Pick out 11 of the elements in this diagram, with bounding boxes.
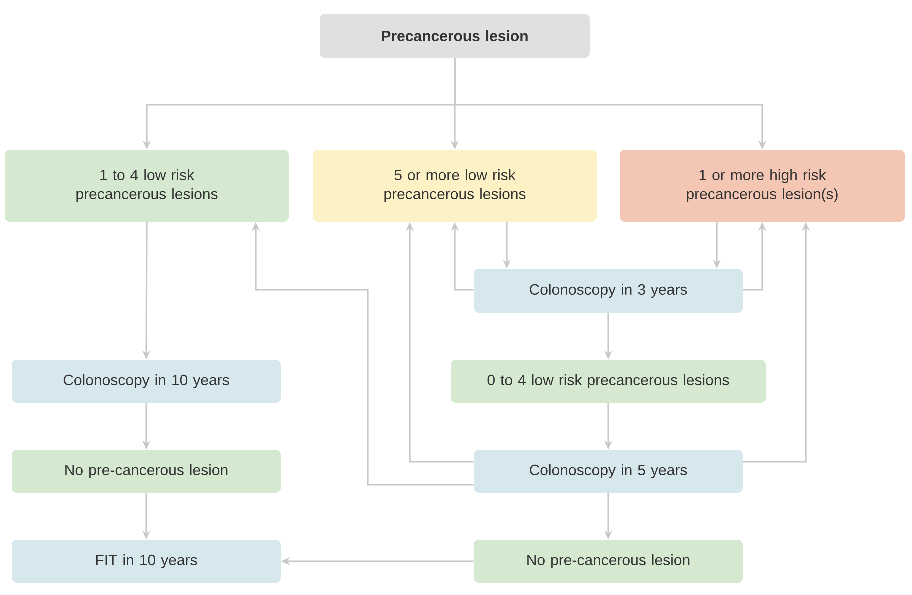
process-box: 5 or more low risk precancerous lesions: [313, 150, 597, 222]
process-box: FIT in 10 years: [12, 540, 281, 583]
process-box: No pre-cancerous lesion: [474, 540, 743, 583]
process-box: Colonoscopy in 5 years: [474, 450, 743, 493]
process-box: 1 to 4 low risk precancerous lesions: [5, 150, 289, 222]
process-box: Colonoscopy in 10 years: [12, 360, 281, 403]
process-box: Colonoscopy in 3 years: [474, 269, 743, 313]
process-box: 0 to 4 low risk precancerous lesions: [451, 360, 766, 403]
process-box: Precancerous lesion: [320, 14, 590, 58]
process-box: No pre-cancerous lesion: [12, 450, 281, 493]
process-box: 1 or more high risk precancerous lesion(s): [620, 150, 905, 222]
